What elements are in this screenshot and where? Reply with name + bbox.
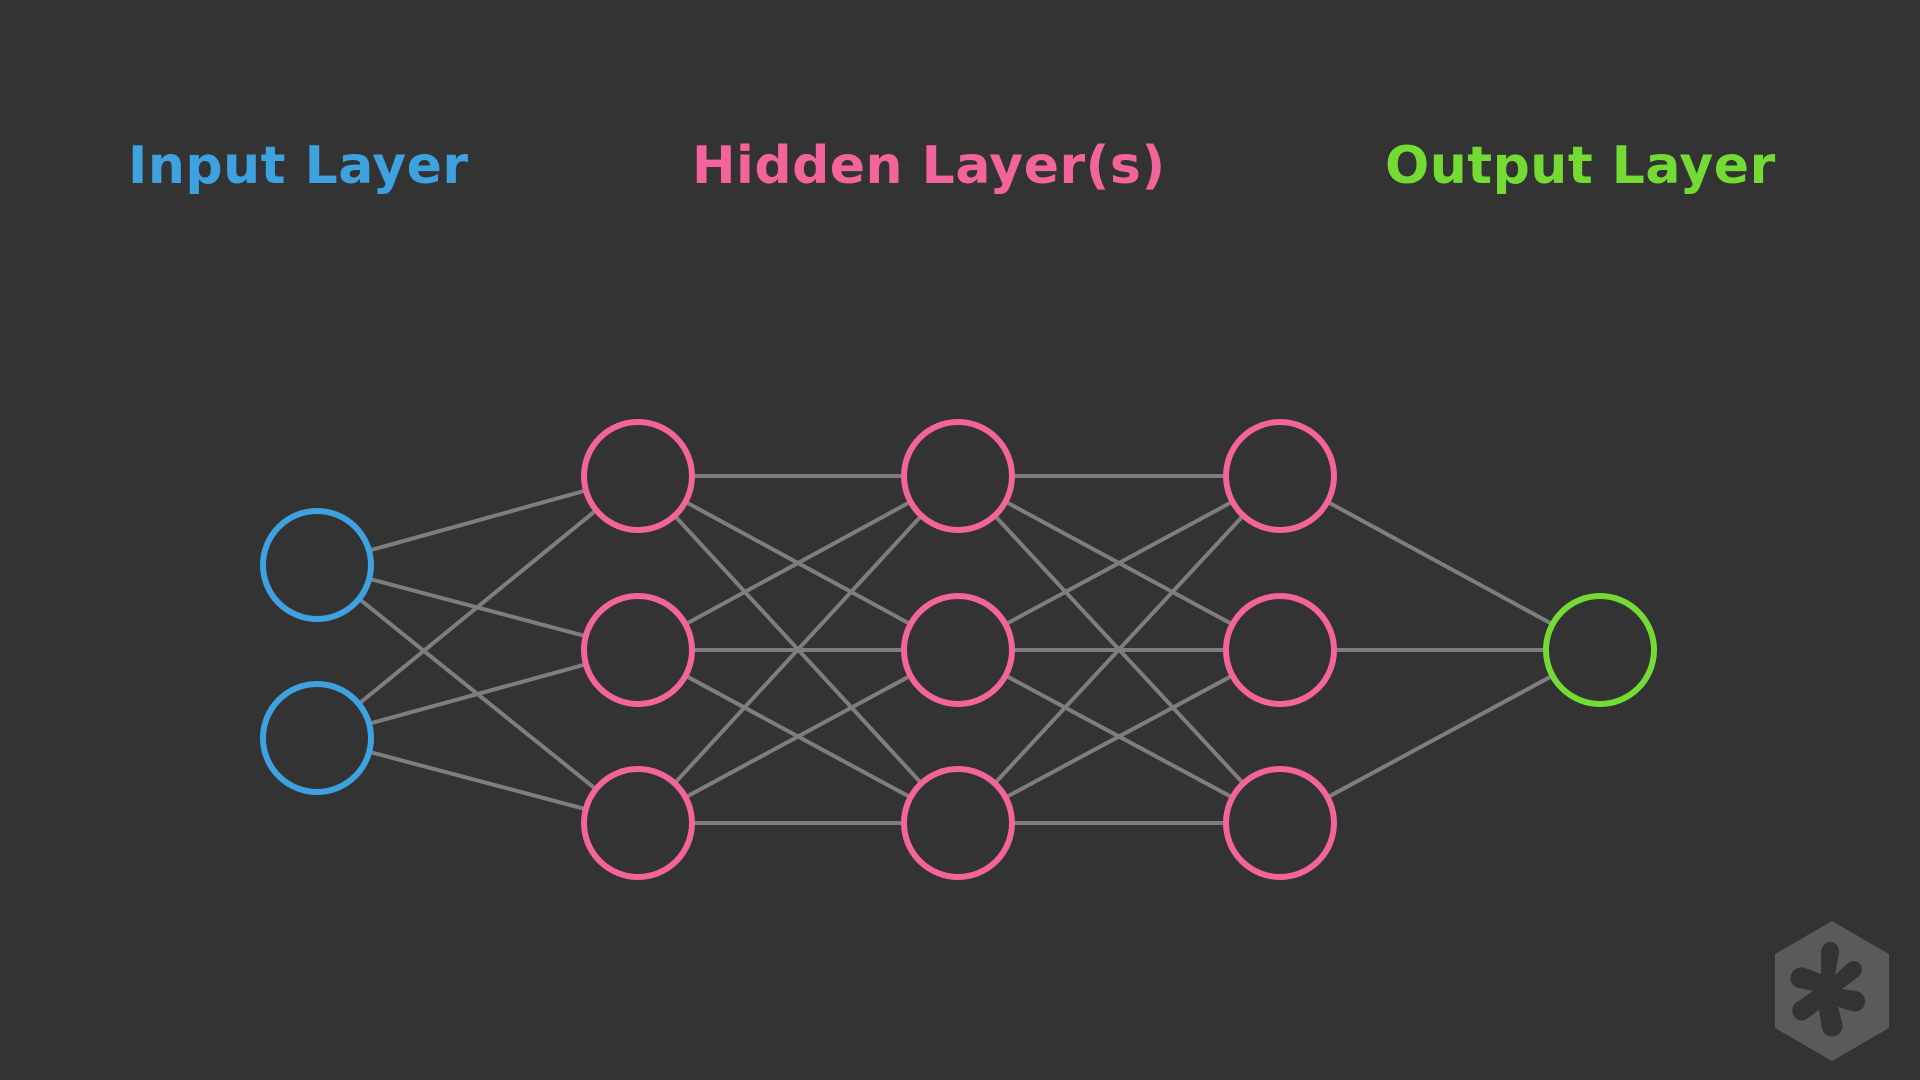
edge-i2-h1a [357,508,598,706]
edge-i1-h1a [368,488,587,553]
edge-i2-h1c [368,749,587,812]
edge-h1c-h2a [673,514,923,785]
edge-i2-h1b [368,662,587,726]
node-h2a[interactable] [901,419,1015,533]
input-layer-label: Input Layer [128,136,469,196]
edge-h1b-h2a [684,500,912,626]
neuron-glyph [1790,942,1866,1037]
node-h1b[interactable] [581,593,695,707]
edge-h2c-h3a [993,514,1245,785]
node-h3c[interactable] [1223,766,1337,880]
edge-h1c-h2b [684,673,912,800]
node-h2c[interactable] [901,766,1015,880]
edge-h2c-h3b [1004,673,1234,800]
edge-h3a-o1 [1326,500,1554,626]
edges-group [357,474,1554,825]
node-i1[interactable] [260,508,374,622]
hidden-layer-label: Hidden Layer(s) [692,136,1166,196]
node-h1a[interactable] [581,419,695,533]
output-layer-label: Output Layer [1385,136,1776,196]
node-h2b[interactable] [901,593,1015,707]
nodes-group [260,419,1657,880]
node-h3a[interactable] [1223,419,1337,533]
edge-h3c-o1 [1326,673,1554,800]
codecademy-hex-logo-icon [1775,921,1889,1061]
node-h3b[interactable] [1223,593,1337,707]
node-h1c[interactable] [581,766,695,880]
edge-h2b-h3a [1004,499,1234,627]
node-i2[interactable] [260,681,374,795]
node-o1[interactable] [1543,593,1657,707]
